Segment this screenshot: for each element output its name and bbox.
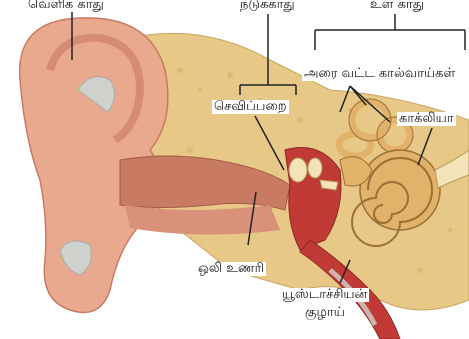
label-outer-ear: வெளிக் காது xyxy=(26,0,106,12)
label-auditory-canal: ஒலி உணரி xyxy=(196,262,266,276)
label-semicircular-canals: அரை வட்ட கால்வாய்கள் xyxy=(302,67,457,81)
label-inner-ear: உள் காது xyxy=(368,0,426,12)
label-middle-ear: நடுக்காது xyxy=(238,0,297,12)
label-eardrum: செவிப்பறை xyxy=(212,100,289,114)
label-eustachian-tube-line1: யூஸ்டாச்சியன் xyxy=(280,288,369,302)
label-eustachian-tube-line2: குழாய் xyxy=(303,306,347,320)
label-cochlea: காக்லியா xyxy=(397,112,456,126)
